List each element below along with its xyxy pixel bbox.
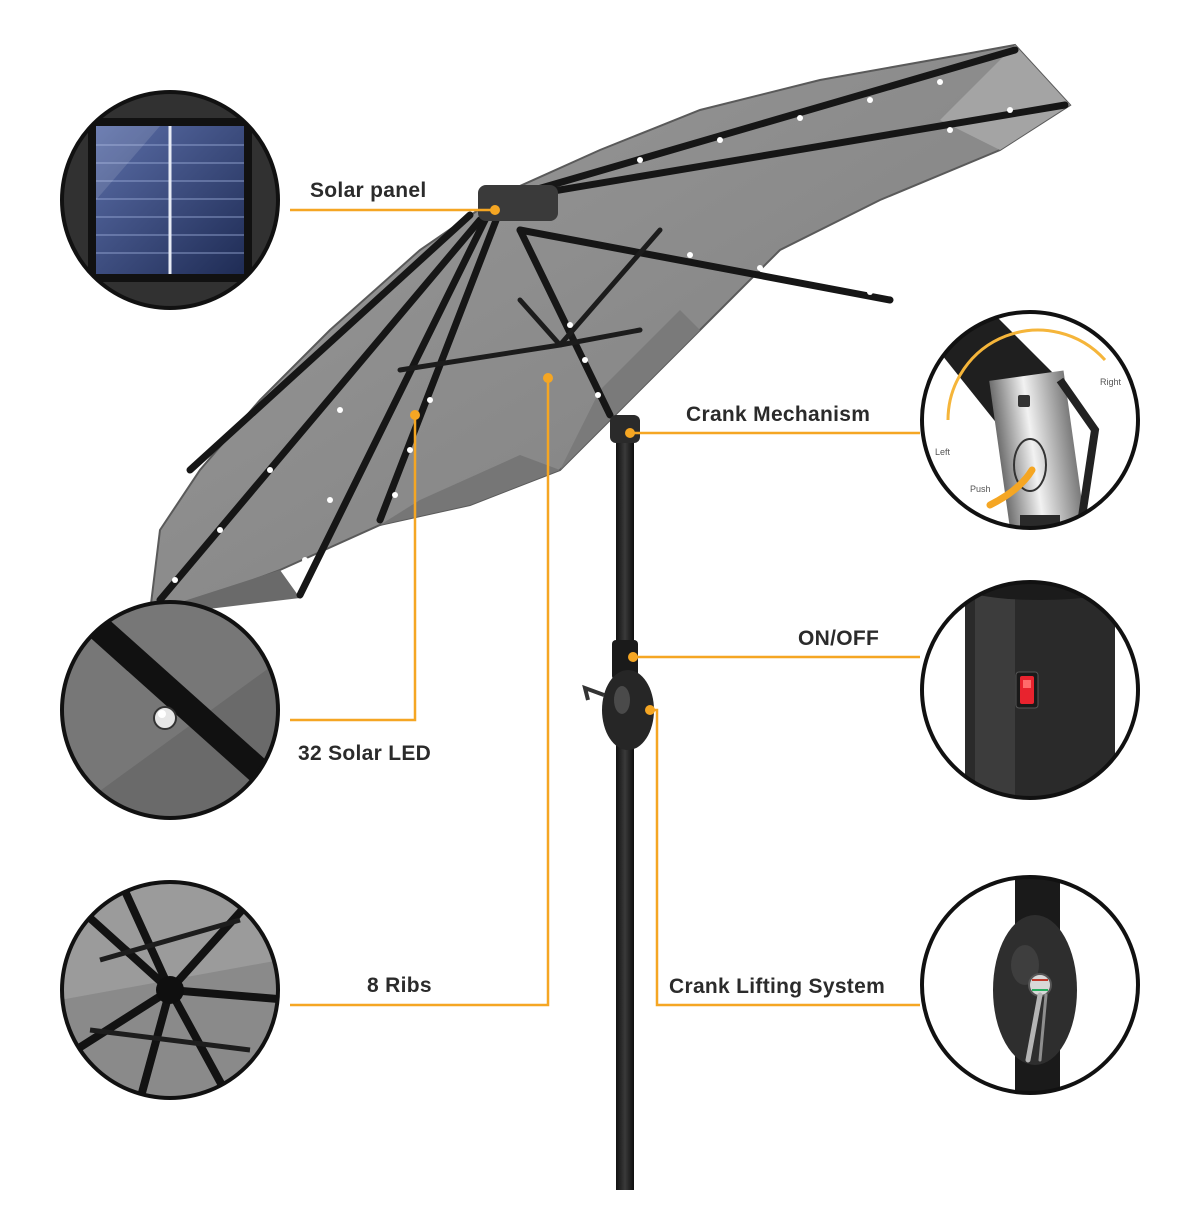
ribs-label: 8 Ribs xyxy=(367,974,432,997)
crank-mechanism-closeup: Left Right Push xyxy=(920,310,1140,530)
leader-dots xyxy=(410,205,655,715)
umbrella-canopy xyxy=(148,43,1072,614)
solar-hub xyxy=(478,185,558,221)
crank-right-label: Right xyxy=(1100,377,1122,387)
solar-led-closeup xyxy=(60,600,280,820)
solar-panel-closeup xyxy=(60,90,280,310)
canopy-stretchers xyxy=(397,227,663,373)
crank-mechanism-label: Crank Mechanism xyxy=(686,403,871,426)
crank-lifting-label: Crank Lifting System xyxy=(669,975,886,998)
led-lights xyxy=(172,79,1013,583)
on-off-label: ON/OFF xyxy=(798,627,880,650)
umbrella-pole xyxy=(582,415,654,1190)
crank-lifting-closeup xyxy=(920,875,1140,1095)
crank-left-label: Left xyxy=(935,447,951,457)
on-off-switch-closeup xyxy=(920,580,1140,800)
solar-panel-label: Solar panel xyxy=(310,179,427,202)
ribs-closeup xyxy=(60,880,280,1100)
crank-push-label: Push xyxy=(970,484,991,494)
solar-led-label: 32 Solar LED xyxy=(298,742,432,765)
